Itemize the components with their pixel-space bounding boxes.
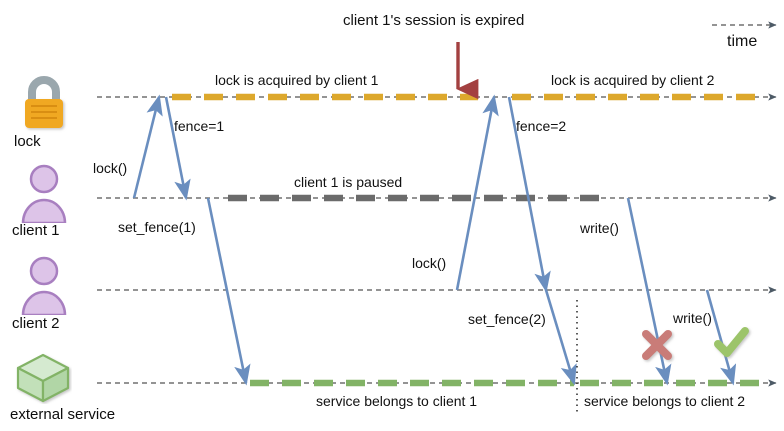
- message-label-write-client1: write(): [580, 220, 619, 236]
- arrow-lock-call-1: [132, 94, 163, 199]
- expiry-annotation-label: client 1's session is expired: [343, 12, 525, 29]
- message-label-fence-1: fence=1: [174, 118, 225, 134]
- actor-label-client1: client 1: [12, 222, 60, 239]
- write-accepted-group: [714, 327, 749, 357]
- cube-icon: [14, 352, 72, 409]
- check-icon: [714, 327, 749, 357]
- message-label-set-fence-2: set_fence(2): [468, 311, 546, 327]
- person-icon-client1: [18, 163, 70, 228]
- actor-label-service: external service: [10, 406, 116, 423]
- time-axis-label: time: [727, 33, 758, 50]
- message-label-lock-call-1: lock(): [93, 160, 128, 176]
- padlock-icon: [14, 74, 74, 139]
- cross-icon: [642, 330, 672, 360]
- arrow-write-client2: [705, 289, 737, 386]
- message-arrows: [132, 94, 737, 386]
- arrow-lock-call-2: [455, 94, 499, 291]
- message-label-fence-2: fence=2: [516, 118, 567, 134]
- state-bands: [172, 93, 760, 387]
- band-label-service-client2: service belongs to client 2: [584, 393, 746, 409]
- arrow-fence-2: [507, 96, 551, 293]
- band-label-lock-client1: lock is acquired by client 1: [215, 72, 379, 88]
- annotation-layer: [456, 21, 777, 412]
- actor-label-client2: client 2: [12, 315, 60, 332]
- message-label-write-client2: write(): [673, 310, 712, 326]
- arrow-set-fence-1: [206, 197, 251, 386]
- arrow-set-fence-2: [544, 289, 577, 386]
- band-label-lock-client2: lock is acquired by client 2: [551, 72, 715, 88]
- band-label-client1-paused: client 1 is paused: [294, 174, 403, 190]
- actor-label-lock: lock: [14, 133, 41, 150]
- person-icon-client2: [18, 255, 70, 320]
- message-label-set-fence-1: set_fence(1): [118, 219, 196, 235]
- write-rejected-group: [642, 330, 672, 360]
- message-label-lock-call-2: lock(): [412, 255, 447, 271]
- timeline-axes: [97, 93, 777, 387]
- arrow-fence-1: [164, 96, 191, 201]
- band-label-service-client1: service belongs to client 1: [316, 393, 478, 409]
